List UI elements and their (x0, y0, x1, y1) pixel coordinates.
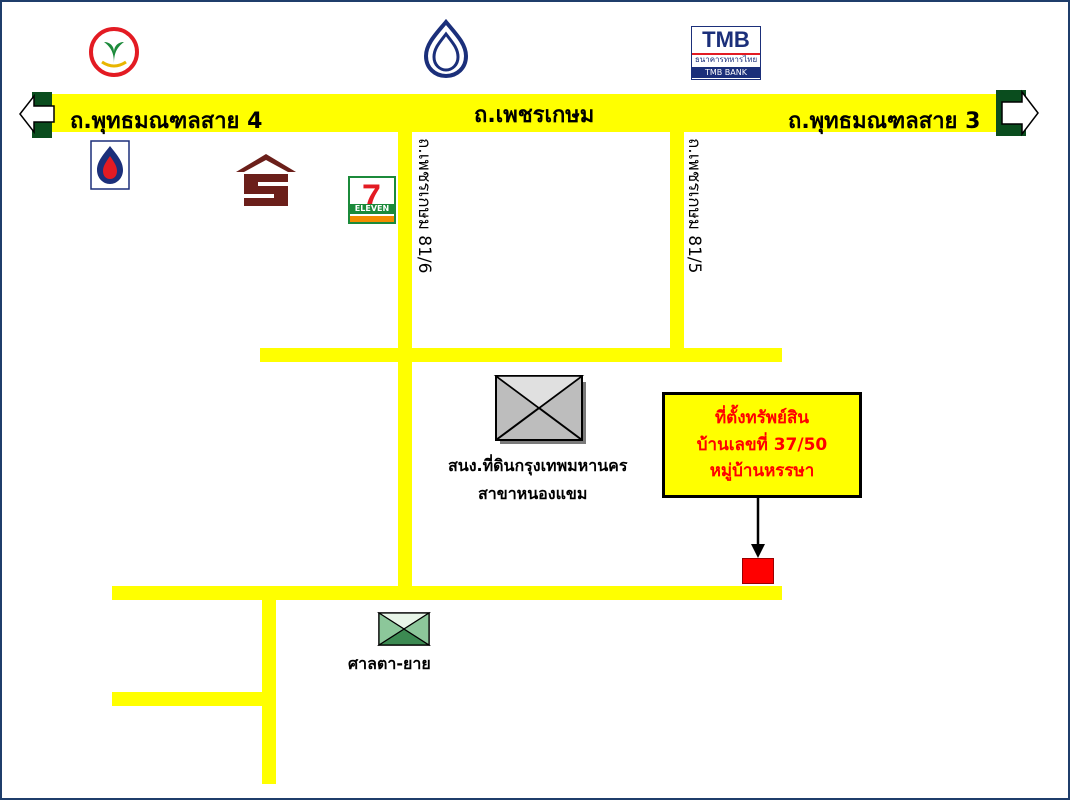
seven-eleven-logo: 7 ELEVEN (348, 176, 396, 224)
shrine-icon (376, 611, 432, 647)
cross-road-upper (260, 348, 782, 362)
left-arrow-icon (19, 92, 55, 138)
property-house-number: บ้านเลขที่ 37/50 (696, 434, 828, 455)
main-road-phetkasem (32, 94, 998, 132)
road-label-soi-81-6: ถ.เพชรเกษม 81/6 (414, 138, 434, 274)
land-office-label-line2: สาขาหนองแขม (478, 484, 588, 503)
tmb-logo-text: TMB (702, 27, 750, 52)
tmb-logo-bank-text: TMB BANK (692, 67, 760, 78)
road-label-soi-81-5: ถ.เพชรเกษม 81/5 (684, 138, 704, 274)
land-office-label-line1: สนง.ที่ดินกรุงเทพมหานคร (448, 456, 628, 475)
soi-81-5 (670, 130, 684, 356)
right-arrow-icon (996, 89, 1039, 137)
ptt-gas-station-logo-icon (90, 140, 130, 190)
kasikorn-bank-logo-icon (89, 27, 139, 77)
road-label-phutthamonthon-3: ถ.พุทธมณฑลสาย 3 (788, 109, 981, 134)
cross-road-lower (112, 586, 782, 600)
property-village-name: หมู่บ้านหรรษา (709, 461, 815, 482)
property-location-callout: ที่ตั้งทรัพย์สิน บ้านเลขที่ 37/50 หมู่บ้… (662, 392, 862, 498)
property-title: ที่ตั้งทรัพย์สิน (714, 408, 810, 429)
road-label-phetkasem: ถ.เพชรเกษม (474, 103, 595, 128)
lower-left-branch (112, 692, 264, 706)
callout-arrow-icon (751, 498, 765, 558)
lower-left-soi (262, 598, 276, 784)
government-housing-bank-logo-icon (236, 154, 296, 206)
land-office-building-icon (493, 375, 586, 444)
shrine-label: ศาลตา-ยาย (348, 654, 431, 673)
tmb-bank-logo: TMB ธนาคารทหารไทย TMB BANK (691, 26, 761, 80)
seven-eleven-orange-stripe (350, 216, 394, 222)
seven-eleven-text: ELEVEN (350, 204, 394, 214)
road-label-phutthamonthon-4: ถ.พุทธมณฑลสาย 4 (70, 109, 263, 134)
property-marker (742, 558, 774, 584)
tmb-logo-thai-text: ธนาคารทหารไทย (692, 53, 760, 65)
bangkok-bank-logo-icon (423, 18, 469, 79)
